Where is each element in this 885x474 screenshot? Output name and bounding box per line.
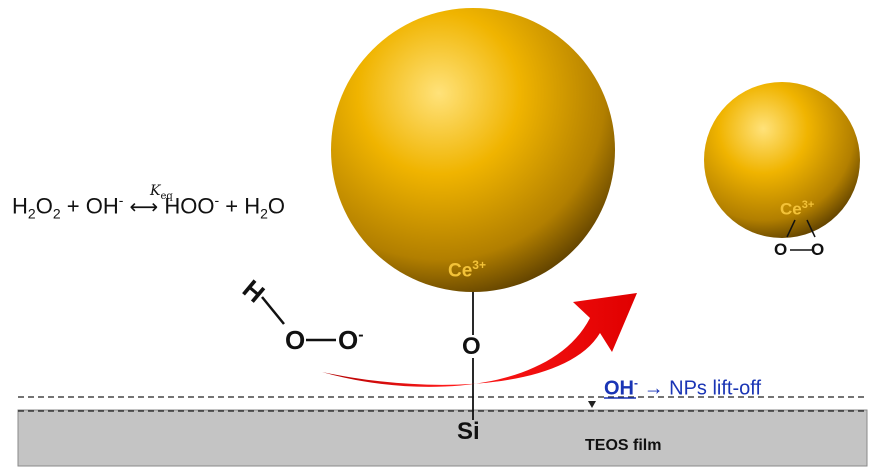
ce-ion: Ce: [448, 260, 473, 282]
h2o2-sub2: 2: [52, 205, 61, 222]
ce-label-small: Ce3+: [780, 199, 814, 220]
keq-k: K: [150, 183, 161, 199]
plus-sign: +: [225, 193, 239, 219]
peroxide-o1: O: [285, 325, 306, 355]
liftoff-text: → NPs lift-off: [643, 377, 761, 400]
si-label: Si: [457, 418, 480, 445]
water-o: O: [267, 193, 286, 219]
water-h: H: [244, 193, 261, 219]
ce-charge: 3+: [472, 258, 486, 272]
peroxide-o2-text: O: [338, 325, 359, 355]
liftoff-oh: OH: [604, 377, 634, 400]
ce-o-bond-left: [786, 219, 796, 238]
ce-ion: Ce: [780, 199, 802, 219]
h2o2-o: O: [35, 193, 53, 219]
ce-o-bond-right: [806, 219, 816, 238]
liftoff-label: OH- → NPs lift-off: [604, 376, 761, 401]
ce-charge: 3+: [801, 199, 815, 211]
hydroperoxide: HOO: [164, 193, 215, 219]
reaction-equation: H2O2 + OH- ⟷ HOO- + H2O: [12, 192, 285, 222]
small-o-right: O: [811, 240, 825, 259]
keq-sub: eq: [160, 190, 173, 202]
teos-film: [17, 409, 868, 467]
liftoff-oh-charge: -: [634, 376, 638, 390]
plus-sign: +: [66, 193, 80, 219]
ce-label-large: Ce3+: [448, 258, 486, 282]
large-ceria-particle: [331, 8, 615, 292]
small-ceria-particle: [704, 82, 860, 238]
peroxide-o2: O-: [338, 325, 364, 356]
surface-o-label: O: [462, 333, 481, 360]
h-o-bond: [261, 296, 285, 325]
teos-film-label: TEOS film: [585, 437, 662, 454]
small-o-left: O: [774, 240, 788, 259]
equilibrium-constant: Keq: [150, 183, 173, 202]
hydroperoxide-charge: -: [214, 192, 220, 208]
equilibrium-arrow-icon: ⟷: [129, 194, 159, 219]
h2o2-h: H: [12, 193, 28, 219]
water-sub: 2: [260, 205, 268, 222]
liftoff-arrow-icon: [322, 293, 637, 387]
h2o2-sub1: 2: [27, 205, 36, 222]
hydroxide-charge: -: [118, 192, 124, 208]
gap-marker-icon: [588, 401, 596, 408]
peroxide-charge: -: [358, 326, 364, 344]
hydroxide: OH: [85, 193, 119, 219]
